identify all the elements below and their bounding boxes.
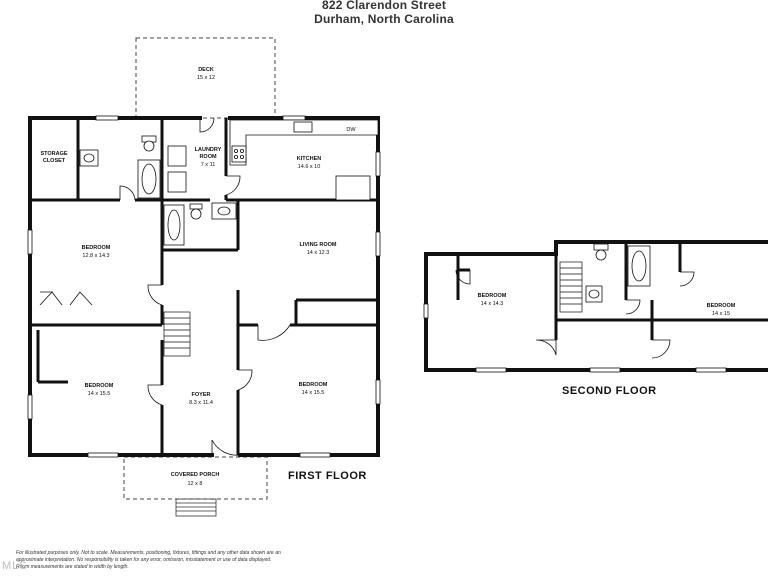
bedroom-southeast-label: BEDROOM (299, 382, 328, 388)
disclaimer-line-1: For illustrated purposes only. Not to sc… (16, 550, 281, 556)
stairs-first (163, 311, 191, 357)
kitchen-label: KITCHEN (297, 156, 321, 162)
laundry-label-2: ROOM (199, 154, 217, 160)
laundry-label: LAUNDRY (195, 147, 222, 153)
deck-outline (135, 37, 276, 119)
porch-outline (123, 456, 268, 500)
deck-label: DECK (198, 67, 214, 73)
city-line: Durham, North Carolina (314, 12, 454, 26)
living-room-label: LIVING ROOM (300, 242, 337, 248)
disclaimer-line-3: Room measurements are stated in width by… (16, 564, 129, 570)
foyer-dims: 8.3 x 11.4 (189, 400, 213, 406)
disclaimer-line-2: approximate interpretation. No responsib… (16, 557, 272, 563)
address-line: 822 Clarendon Street (321, 0, 447, 12)
bedroom-southwest-label: BEDROOM (85, 383, 114, 389)
dishwasher-label: DW (346, 127, 356, 133)
interior-walls-second (456, 242, 768, 340)
door-swings-second (455, 269, 695, 359)
storage-label: STORAGE (40, 151, 67, 157)
mls-watermark: MLS (2, 560, 28, 572)
bedroom-west-label: BEDROOM (82, 245, 111, 251)
kitchen-dims: 14.6 x 10 (298, 164, 321, 170)
bedroom-southeast-dims: 14 x 15.5 (302, 390, 325, 396)
laundry-dims: 7 x 11 (201, 162, 216, 168)
deck-dims: 15 x 12 (197, 75, 215, 81)
second-floor-label: SECOND FLOOR (562, 385, 657, 397)
fixtures-second (585, 243, 651, 303)
second-floor-plan: BEDROOM 14 x 14.3 BEDROOM 14 x 15 (423, 240, 768, 373)
porch-label: COVERED PORCH (171, 472, 220, 478)
first-floor-plan: DECK 15 x 12 STORAGE CLOSET LAUNDRY ROOM… (27, 37, 381, 517)
fixtures-first (79, 119, 379, 246)
stairs-second (559, 261, 583, 313)
door-swings-first (39, 117, 291, 456)
porch-dims: 12 x 8 (188, 481, 203, 487)
interior-walls (30, 118, 378, 455)
first-floor-label: FIRST FLOOR (288, 470, 367, 482)
bedroom-west-dims: 12.8 x 14.3 (82, 253, 109, 259)
upstairs-bedroom-left-label: BEDROOM (478, 293, 507, 299)
windows-first (27, 115, 381, 458)
foyer-label: FOYER (192, 392, 211, 398)
porch-steps (175, 498, 217, 517)
windows-second (423, 303, 727, 373)
storage-label-2: CLOSET (43, 158, 66, 164)
disclaimer: For illustrated purposes only. Not to sc… (16, 550, 336, 571)
living-room-dims: 14 x 12.3 (307, 250, 330, 256)
upstairs-bedroom-left-dims: 14 x 14.3 (481, 301, 504, 307)
bedroom-southwest-dims: 14 x 15.5 (88, 391, 111, 397)
upstairs-bedroom-right-label: BEDROOM (707, 303, 736, 309)
upstairs-bedroom-right-dims: 14 x 15 (712, 311, 730, 317)
